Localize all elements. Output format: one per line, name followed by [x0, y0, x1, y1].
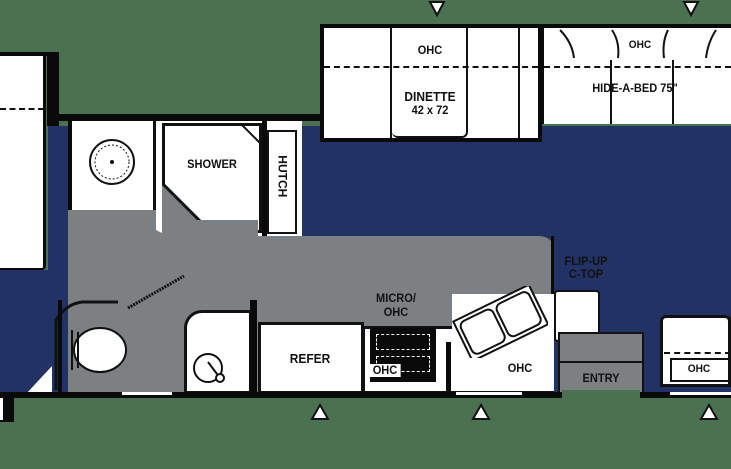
- bed-dash: [0, 108, 44, 110]
- chair-ohc-dash: [664, 352, 731, 354]
- range-ohc-label: OHC: [369, 364, 401, 377]
- window-marker-top-1: [428, 1, 446, 18]
- chair: [660, 315, 731, 387]
- bedroom-wall-top: [0, 52, 58, 56]
- shower-label: SHOWER: [187, 157, 237, 171]
- sofa-ohc-dash: [544, 66, 731, 68]
- sofa-seam-1: [610, 60, 612, 124]
- micro-label-1: MICRO/: [376, 291, 416, 305]
- toilet-room: [26, 300, 118, 394]
- entry-label: ENTRY: [582, 371, 620, 385]
- dinette-bench-left: [340, 28, 392, 138]
- double-sink-icon: [451, 286, 548, 358]
- ctop-label: C-TOP: [568, 267, 604, 281]
- lavatory-counter: [74, 121, 156, 239]
- range-burners: [376, 334, 430, 350]
- refer-label: REFER: [289, 351, 331, 366]
- door-swing: [127, 274, 185, 310]
- dinette-table: [392, 28, 468, 138]
- sofa-ohc-label: OHC: [628, 39, 652, 51]
- window-bottom-2: [456, 392, 522, 395]
- toilet-icon: [71, 327, 127, 373]
- galley-divider: [446, 342, 451, 394]
- sink-icon: [89, 139, 135, 185]
- rear-corner-window: [0, 398, 3, 420]
- hutch: [267, 130, 297, 234]
- dinette-slideout: [320, 24, 542, 142]
- pantry-divider: [250, 300, 257, 394]
- bed: [0, 55, 46, 270]
- entry-step-lower: [558, 362, 644, 394]
- sofa-cushion-arcs: [559, 29, 717, 59]
- dinette-label: DINETTE: [404, 89, 456, 104]
- dinette-size: 42 x 72: [411, 103, 449, 117]
- entry-door-opening: [562, 390, 640, 398]
- window-bottom-3: [670, 392, 731, 395]
- window-marker-bottom-3: [699, 403, 719, 420]
- flipup-label: FLIP-UP: [564, 254, 608, 268]
- furnace-icon: [193, 353, 225, 383]
- hutch-wall: [262, 121, 267, 239]
- window-bottom-1: [122, 392, 172, 395]
- chair-ohc-box: [670, 358, 731, 382]
- sofa-slideout: [540, 24, 731, 124]
- dinette-ohc-dash: [324, 66, 538, 68]
- sofa-seam-2: [672, 60, 674, 124]
- sink-ohc-label: OHC: [507, 361, 533, 375]
- sofa-label: HIDE-A-BED 75": [592, 81, 678, 95]
- bedroom-wall-right: [47, 52, 59, 126]
- wall-bottom: [10, 392, 731, 398]
- window-marker-bottom-2: [471, 403, 491, 420]
- rear-wall: [58, 300, 62, 394]
- dinette-ohc-label: OHC: [417, 43, 443, 57]
- wall-top-bath: [58, 114, 320, 121]
- rear-corner-post: [0, 392, 14, 422]
- chair-ohc-label: OHC: [687, 363, 711, 375]
- micro-label-2: OHC: [383, 305, 409, 319]
- entry-step-upper: [558, 332, 644, 362]
- dinette-bench-right: [468, 28, 520, 138]
- window-marker-top-2: [682, 1, 700, 18]
- window-marker-bottom-1: [310, 403, 330, 420]
